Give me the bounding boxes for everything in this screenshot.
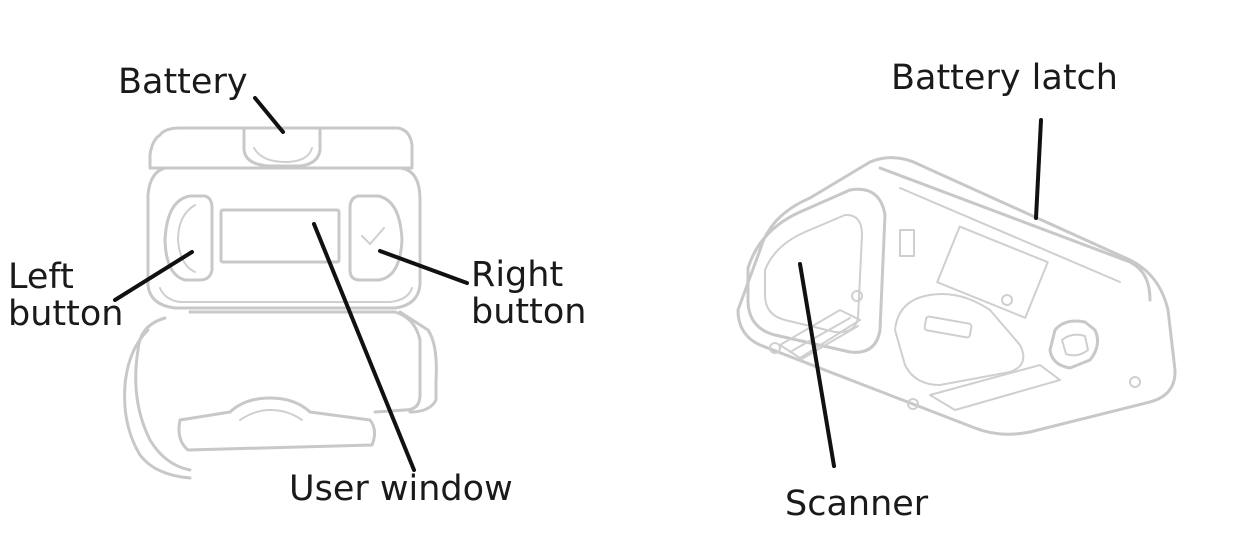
right-button-label-line2: button [471,292,587,332]
screw-5 [769,342,781,354]
right-button-shape [348,194,404,282]
battery-latch-label: Battery latch [891,58,1118,98]
left-button-label-line2: button [8,294,124,334]
contact-area [894,293,1025,386]
battery-bump [242,126,322,168]
battery-latch-shape [1048,319,1100,370]
left-button-inner [177,204,196,273]
top-housing [148,126,414,170]
battery-detail [253,147,313,163]
outer-shell [736,156,1177,436]
finger-clip [177,396,377,452]
battery-latch-leader [1034,118,1043,220]
scanner-frame [746,187,887,354]
battery-latch-ridge [899,187,1121,283]
charging-contacts [923,315,973,339]
left-button-shape [163,194,214,282]
side-slot [899,229,915,257]
ring-scanner-front-view [123,126,438,480]
battery-leader [253,96,285,134]
scanner-label: Scanner [785,484,929,524]
screw-4 [1129,376,1141,388]
checkmark-icon [361,227,385,245]
scanner-leader [798,262,836,468]
vent-ridge-lines [789,317,859,361]
right-button-leader [378,249,469,285]
finger-clip-detail [239,409,303,421]
body-bevel [159,287,413,303]
user-window-leader [312,222,416,472]
main-body [146,166,422,310]
battery-label: Battery [118,62,248,102]
strap-outer-left [134,316,192,472]
latch-inner [1061,333,1089,357]
right-button-label-line1: Right [471,255,564,295]
label-panel [936,225,1049,319]
screw-3 [907,398,919,410]
ring-scanner-underside-view [736,156,1177,436]
top-ridge [878,166,1152,302]
left-button-label-line1: Left [8,257,74,297]
strap-back [123,328,192,480]
user-window-shape [219,208,341,264]
vent-ridges [779,309,861,359]
clip-channel [929,364,1061,411]
strap-side [398,310,438,414]
screw-2 [1001,294,1013,306]
left-button-leader [113,250,194,302]
screw-1 [851,290,863,302]
user-window-label: User window [289,469,513,509]
